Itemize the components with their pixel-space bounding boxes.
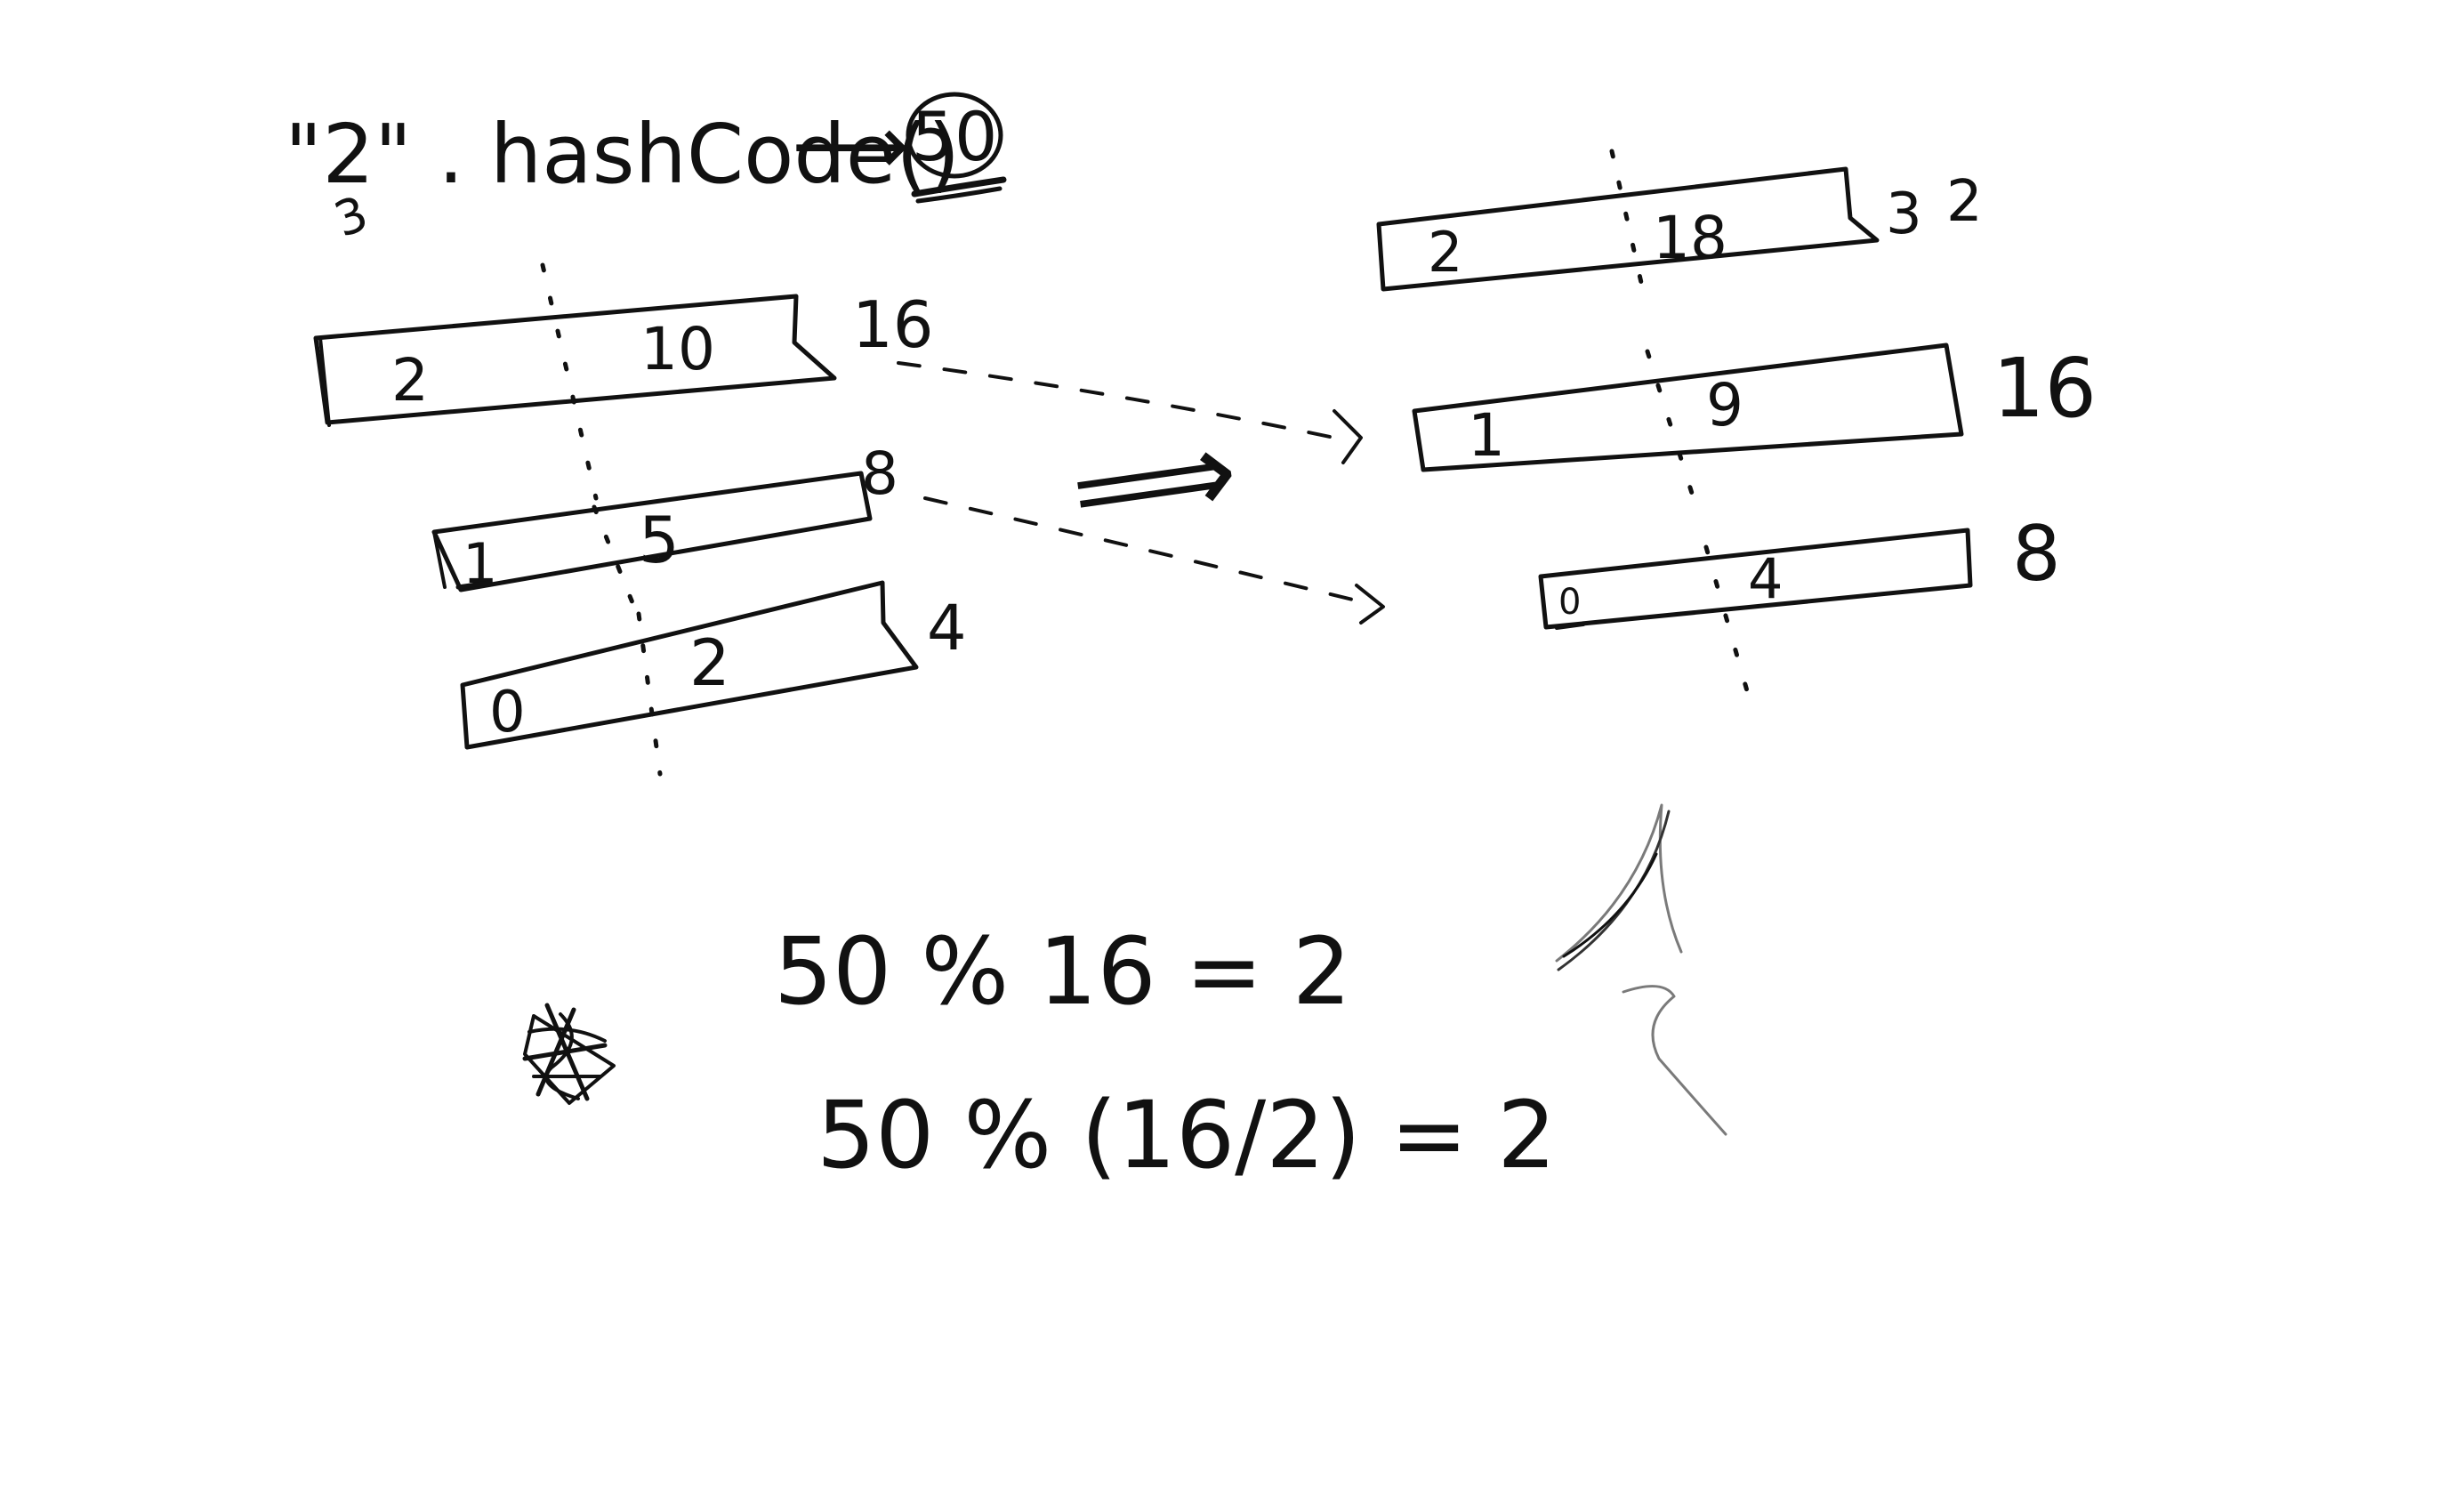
equations: 50 % 16 = 2 50 % (16/2) = 2 [774, 917, 1556, 1189]
capacity-label: 8 [2012, 510, 2061, 599]
equation-line-1: 50 % 16 = 2 [774, 917, 1351, 1026]
right-table-32: 2 18 3 2 [1376, 149, 1983, 305]
arrowhead-icon [1355, 584, 1385, 625]
mapping-arrow-16-to-16 [897, 361, 1336, 439]
low-index-underline [1555, 623, 1585, 630]
hashcode-expression: "2" . hashCode() [285, 107, 960, 202]
transition-arrow-icon: ⟹ [1063, 402, 1246, 559]
hashcode-result: 50 [912, 97, 998, 176]
mapping-arrows [897, 361, 1385, 625]
capacity-label: 16 [852, 287, 934, 362]
low-index: 0 [489, 680, 526, 745]
high-index: 9 [1706, 371, 1743, 439]
high-index: 18 [1653, 204, 1727, 272]
table-outline [431, 471, 873, 592]
capacity-label: 16 [1993, 341, 2097, 436]
low-index-underline [455, 580, 492, 590]
low-index: 2 [1428, 220, 1462, 285]
right-table-16: 1 9 16 [1412, 341, 2097, 519]
table-outline [1538, 528, 1973, 630]
arrowhead-icon [1333, 409, 1363, 464]
high-index: 4 [1748, 546, 1783, 611]
result-underline-2 [915, 186, 1003, 204]
left-table-4: 0 2 4 [460, 580, 967, 777]
hashcode-header: "2" . hashCode() ⟶ 50 3 [285, 92, 1007, 248]
table-outline [1376, 166, 1880, 292]
high-index: 2 [689, 625, 730, 700]
table-outline [460, 580, 919, 750]
table-outline [1412, 342, 1964, 472]
capacity-label: 4 [927, 592, 967, 665]
split-divider [636, 611, 663, 777]
low-index: 0 [1558, 582, 1581, 623]
hashcode-arrow-icon: ⟶ [792, 98, 909, 193]
left-table-8: 1 5 8 [431, 439, 898, 625]
capacity-glyph-first: 3 [1886, 181, 1922, 247]
split-divider [540, 262, 599, 501]
low-index: 2 [391, 346, 429, 415]
split-divider [1645, 349, 1702, 519]
result-underline [911, 176, 1007, 197]
table-outline [313, 294, 837, 425]
high-index: 5 [639, 503, 680, 577]
mapping-arrow-8-to-8 [923, 496, 1376, 607]
split-divider [592, 504, 643, 625]
table-left-edge [432, 530, 447, 589]
capacity-glyph-second: 2 [1946, 169, 1983, 235]
left-table-16: 2 10 16 [313, 262, 934, 501]
low-index: 1 [1468, 401, 1505, 470]
split-divider [1609, 149, 1648, 305]
capacity-label: 8 [861, 439, 898, 508]
result-circle [906, 92, 1003, 179]
scribble-blob-icon [522, 1003, 616, 1105]
right-table-8: 0 4 8 [1538, 510, 2061, 697]
pencil-sketch [1555, 803, 1727, 1136]
equation-line-2: 50 % (16/2) = 2 [817, 1081, 1556, 1189]
table-left-edge [318, 336, 331, 427]
high-index: 10 [640, 315, 715, 383]
split-divider [1703, 544, 1751, 697]
